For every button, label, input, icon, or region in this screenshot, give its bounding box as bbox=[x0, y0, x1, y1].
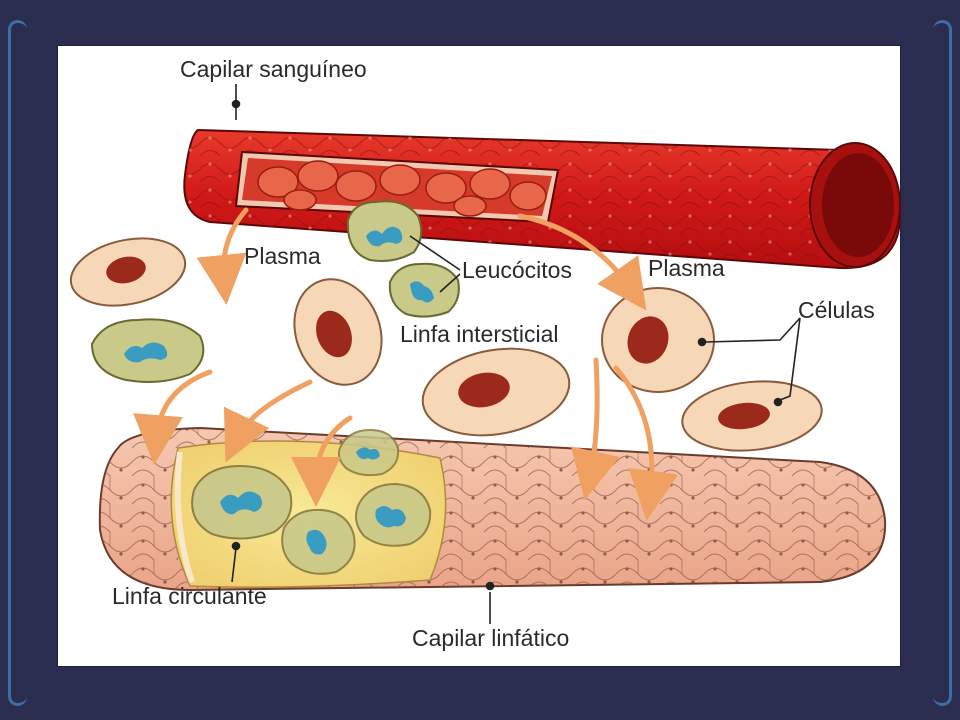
label-celulas: Células bbox=[798, 297, 875, 323]
red-blood-cells bbox=[257, 160, 547, 217]
label-capilar-sanguineo: Capilar sanguíneo bbox=[180, 56, 367, 82]
leukocyte bbox=[355, 482, 432, 547]
label-capilar-linfatico: Capilar linfático bbox=[412, 625, 569, 651]
leukocyte bbox=[281, 508, 356, 575]
arrow-plasma-left bbox=[196, 207, 249, 305]
tissue-cell bbox=[681, 380, 823, 452]
left-bracket-decoration bbox=[8, 20, 27, 706]
tissue-cell bbox=[293, 278, 383, 386]
leader-lines bbox=[231, 84, 801, 624]
leukocyte bbox=[191, 464, 293, 540]
label-plasma-right: Plasma bbox=[648, 255, 725, 281]
label-leucocitos: Leucócitos bbox=[462, 257, 572, 283]
leukocyte bbox=[388, 262, 460, 318]
leukocyte bbox=[346, 200, 423, 262]
tissue-cell bbox=[69, 237, 187, 307]
arrow-leukocyte-to-lymph bbox=[133, 369, 213, 465]
tissue-cell bbox=[421, 347, 571, 437]
flow-arrows bbox=[133, 207, 679, 521]
label-linfa-intersticial: Linfa intersticial bbox=[400, 321, 559, 347]
label-plasma-left: Plasma bbox=[244, 243, 321, 269]
arrow-interstitial-to-lymph bbox=[223, 379, 313, 463]
leukocyte bbox=[90, 318, 205, 383]
leukocytes bbox=[90, 200, 460, 575]
arrow-into-lymph-center bbox=[291, 415, 353, 507]
blood-capillary bbox=[183, 128, 902, 270]
right-bracket-decoration bbox=[933, 20, 952, 706]
leukocyte bbox=[337, 428, 400, 477]
label-linfa-circulante: Linfa circulante bbox=[112, 583, 267, 609]
arrow-plasma-right bbox=[517, 213, 647, 311]
arrow-right-down-1 bbox=[570, 357, 620, 501]
arrow-right-down-2 bbox=[613, 365, 679, 521]
tissue-cell bbox=[601, 287, 715, 393]
labels: Capilar sanguíneo Plasma Leucócitos Plas… bbox=[112, 56, 875, 651]
tissue-cells bbox=[69, 237, 823, 452]
